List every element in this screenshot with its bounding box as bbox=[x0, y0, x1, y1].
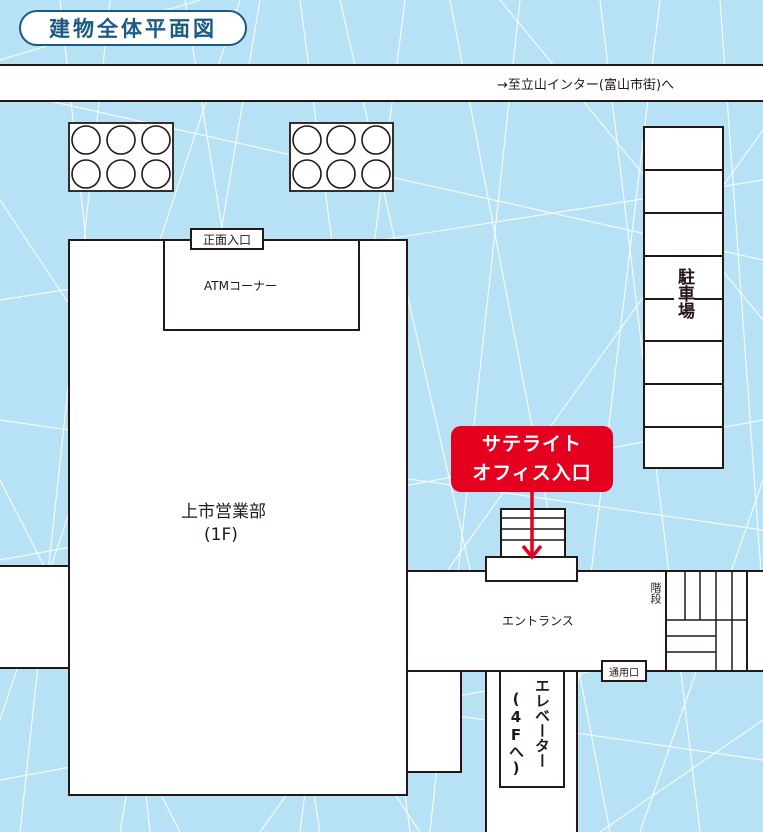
entrance-hall-label: エントランス bbox=[502, 614, 574, 628]
main-building bbox=[68, 239, 408, 796]
elevator-floor-note: (4Fへ) bbox=[507, 690, 525, 777]
road-label: →至立山インター(富山市街)へ bbox=[497, 78, 675, 93]
parking-space-divider bbox=[643, 255, 724, 257]
building-name: 上市営業部 bbox=[181, 502, 266, 522]
map-title: 建物全体平面図 bbox=[19, 10, 247, 46]
main-entrance-label: 正面入口 bbox=[202, 232, 251, 247]
side-door: 通用口 bbox=[601, 660, 647, 682]
atm-corner-room bbox=[163, 239, 360, 331]
parking-lot bbox=[643, 126, 724, 469]
parking-space-divider bbox=[643, 169, 724, 171]
parking-space-divider bbox=[643, 383, 724, 385]
south-annex bbox=[406, 668, 462, 773]
elevator-car bbox=[499, 670, 565, 788]
west-annex bbox=[0, 565, 71, 669]
parking-space-divider bbox=[643, 340, 724, 342]
satellite-office-callout: サテライト オフィス入口 bbox=[451, 426, 613, 492]
road bbox=[0, 64, 763, 102]
stairs bbox=[665, 570, 748, 672]
side-door-label: 通用口 bbox=[609, 667, 639, 679]
parking-space-divider bbox=[643, 212, 724, 214]
parking-space-divider bbox=[643, 426, 724, 428]
stairs-label: 階段 bbox=[649, 582, 662, 604]
elevator-label: エレベーター bbox=[533, 678, 551, 768]
satellite-steps bbox=[500, 508, 566, 560]
satellite-office-callout-text: サテライト オフィス入口 bbox=[472, 433, 592, 484]
building-floor: (1F) bbox=[204, 525, 238, 545]
map-title-text: 建物全体平面図 bbox=[49, 17, 217, 41]
atm-corner-label: ATMコーナー bbox=[204, 279, 277, 293]
satellite-entrance-door bbox=[485, 556, 578, 582]
main-entrance: 正面入口 bbox=[190, 228, 264, 250]
parking-label: 駐車場 bbox=[674, 268, 694, 319]
